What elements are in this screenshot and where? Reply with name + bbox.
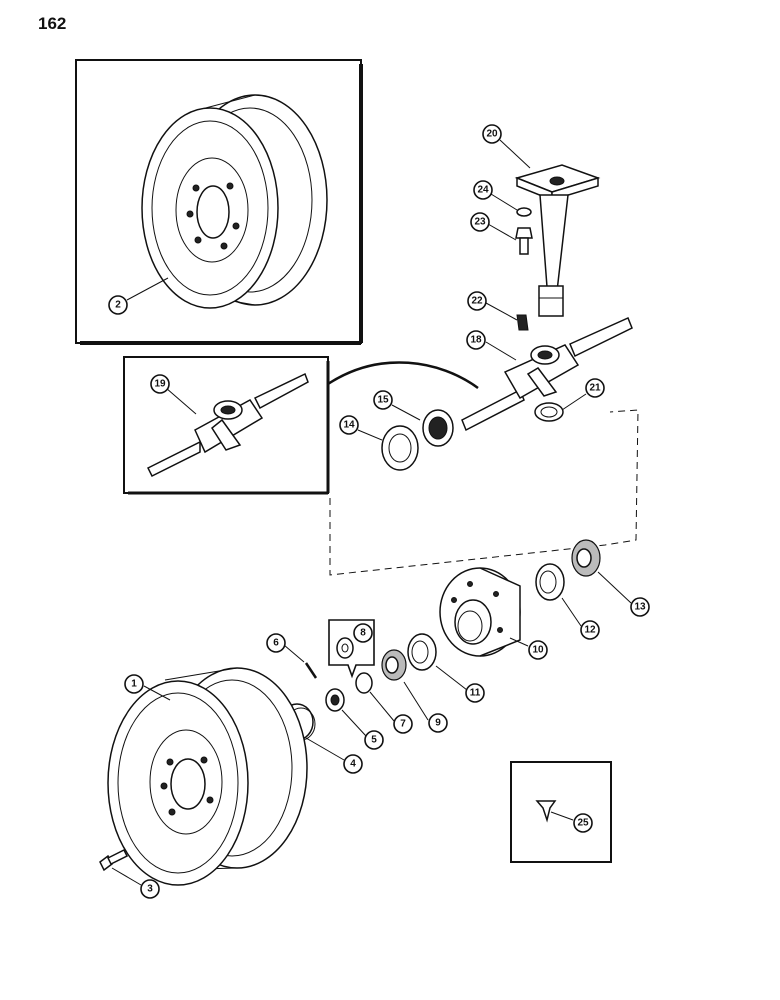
inset-box-part-25 (510, 761, 612, 863)
callout-22: 22 (467, 291, 487, 311)
spindle-19 (146, 372, 309, 478)
svg-text:18: 18 (470, 335, 482, 346)
callout-4: 4 (343, 754, 363, 774)
hub-10 (439, 567, 521, 657)
svg-text:14: 14 (343, 420, 355, 431)
svg-text:23: 23 (474, 217, 486, 228)
bearing-cone-13 (571, 539, 601, 577)
svg-text:21: 21 (589, 383, 601, 394)
svg-text:9: 9 (435, 718, 441, 729)
bearing-cone-9 (381, 649, 407, 681)
svg-text:10: 10 (532, 645, 544, 656)
callout-25: 25 (573, 813, 593, 833)
svg-text:24: 24 (477, 185, 489, 196)
inset-box-wheel-2 (75, 59, 363, 345)
callout-24: 24 (473, 180, 493, 200)
key-22 (516, 314, 529, 331)
callout-19: 19 (150, 374, 170, 394)
callout-5: 5 (364, 730, 384, 750)
svg-text:15: 15 (377, 395, 389, 406)
callout-9: 9 (428, 713, 448, 733)
callout-23: 23 (470, 212, 490, 232)
kingpin-20 (514, 164, 601, 317)
callout-10: 10 (528, 640, 548, 660)
wheel-rim-2 (141, 94, 328, 309)
svg-text:12: 12 (584, 625, 596, 636)
wheel-rim-1 (107, 667, 308, 886)
svg-text:3: 3 (147, 884, 153, 895)
svg-text:20: 20 (486, 129, 498, 140)
washer-7 (355, 672, 373, 694)
svg-text:11: 11 (470, 688, 481, 699)
callout-20: 20 (482, 124, 502, 144)
callout-21: 21 (585, 378, 605, 398)
leader-lines (111, 139, 632, 886)
svg-text:1: 1 (131, 679, 137, 690)
bearing-cup-11 (407, 633, 437, 671)
washer-24 (516, 207, 532, 217)
svg-text:25: 25 (577, 818, 589, 829)
castle-nut-5 (325, 688, 345, 712)
svg-text:8: 8 (360, 628, 366, 639)
bolt-23 (515, 227, 533, 255)
svg-text:22: 22 (471, 296, 483, 307)
svg-text:5: 5 (371, 735, 377, 746)
spindle-18 (461, 316, 633, 432)
callout-13: 13 (630, 597, 650, 617)
cotter-pin-6 (304, 662, 318, 679)
callout-2: 2 (108, 295, 128, 315)
washer-21 (534, 402, 564, 422)
callout-6: 6 (266, 633, 286, 653)
bolt-3 (99, 848, 129, 872)
seal-15 (422, 409, 454, 447)
callout-12: 12 (580, 620, 600, 640)
svg-text:19: 19 (154, 379, 166, 390)
svg-text:7: 7 (400, 719, 406, 730)
ring-14 (381, 425, 419, 471)
callout-3: 3 (140, 879, 160, 899)
callout-1: 1 (124, 674, 144, 694)
svg-text:2: 2 (115, 300, 121, 311)
svg-text:6: 6 (273, 638, 279, 649)
bearing-cup-12 (535, 563, 565, 601)
svg-text:4: 4 (350, 759, 356, 770)
callout-15: 15 (373, 390, 393, 410)
callout-11: 11 (465, 683, 485, 703)
svg-text:13: 13 (634, 602, 646, 613)
callout-7: 7 (393, 714, 413, 734)
callout-14: 14 (339, 415, 359, 435)
page-number: 162 (38, 14, 67, 33)
callout-8: 8 (353, 623, 373, 643)
callout-18: 18 (466, 330, 486, 350)
